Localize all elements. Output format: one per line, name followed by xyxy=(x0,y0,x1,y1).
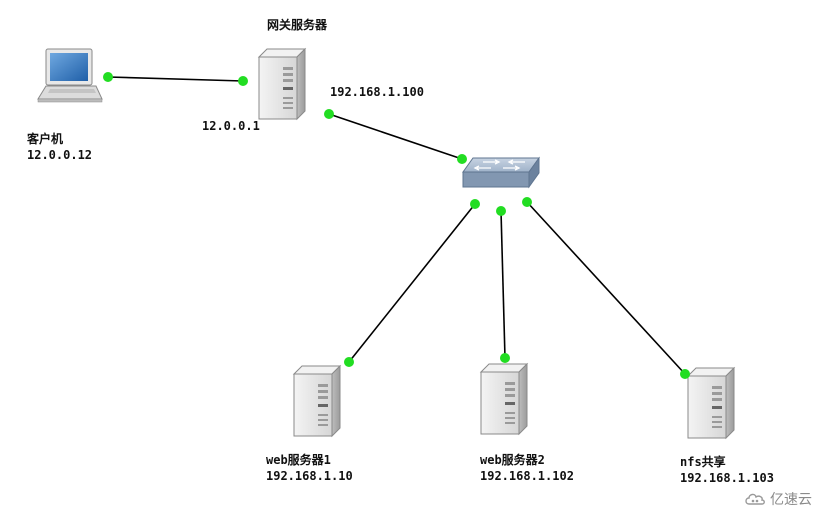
port-dot xyxy=(103,72,113,82)
links-layer xyxy=(107,76,686,375)
server-icon[interactable] xyxy=(293,365,341,437)
port-dot xyxy=(457,154,467,164)
link-switch-web2 xyxy=(500,210,506,359)
nfs-ip-label: 192.168.1.103 xyxy=(680,471,774,485)
server-icon[interactable] xyxy=(480,363,528,435)
watermark: 亿速云 xyxy=(744,489,812,509)
server-icon[interactable] xyxy=(687,367,735,439)
link-switch-nfs xyxy=(526,201,686,375)
port-dot xyxy=(238,76,248,86)
cloud-logo-icon xyxy=(745,493,765,505)
link-switch-web1 xyxy=(348,203,476,363)
web1-name-label: web服务器1 xyxy=(266,453,331,467)
gateway-external-ip-label: 12.0.0.1 xyxy=(202,119,260,133)
gateway-internal-ip-label: 192.168.1.100 xyxy=(330,85,424,99)
port-dot xyxy=(680,369,690,379)
client-ip-label: 12.0.0.12 xyxy=(27,148,93,162)
nfs-name-label: nfs共享 xyxy=(680,455,726,469)
client-name-label: 客户机 xyxy=(27,132,64,146)
switch-icon[interactable] xyxy=(462,156,540,189)
link-gateway-switch xyxy=(328,113,463,160)
port-dot xyxy=(496,206,506,216)
port-dot xyxy=(470,199,480,209)
server-icon[interactable] xyxy=(258,48,306,120)
port-dot xyxy=(324,109,334,119)
gateway-name-label: 网关服务器 xyxy=(267,18,328,32)
port-dot xyxy=(344,357,354,367)
port-dot xyxy=(522,197,532,207)
port-dot xyxy=(500,353,510,363)
web2-name-label: web服务器2 xyxy=(480,453,545,467)
web1-ip-label: 192.168.1.10 xyxy=(266,469,353,483)
watermark-text: 亿速云 xyxy=(770,492,812,508)
link-client-gateway xyxy=(107,76,244,82)
ports-layer xyxy=(103,72,690,379)
laptop-icon[interactable] xyxy=(37,48,103,103)
web2-ip-label: 192.168.1.102 xyxy=(480,469,574,483)
